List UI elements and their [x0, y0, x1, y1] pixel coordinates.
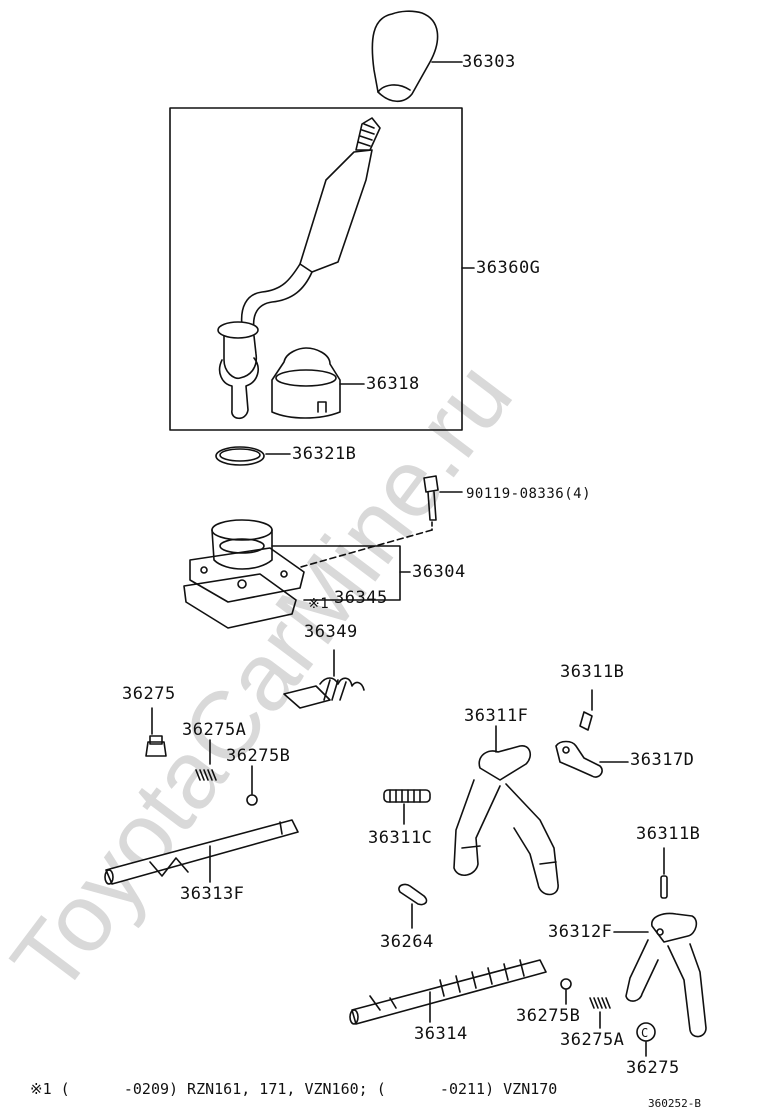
- label-36275a-left: 36275A: [182, 720, 247, 740]
- shift-lever-retainer[interactable]: [184, 520, 304, 628]
- shift-fork-shaft-36313f[interactable]: [105, 820, 298, 884]
- label-36304: 36304: [412, 562, 466, 582]
- label-36311b-right: 36311B: [636, 824, 701, 844]
- spring-36311c[interactable]: [384, 790, 430, 802]
- label-36275b-left: 36275B: [226, 746, 291, 766]
- shift-fork-shaft-36314[interactable]: [350, 960, 546, 1024]
- label-36345: 36345: [334, 588, 388, 608]
- label-36275-left: 36275: [122, 684, 176, 704]
- diagram-code: 360252-B: [648, 1097, 701, 1110]
- bracket-retainer: [272, 546, 400, 600]
- pin-36311b-top[interactable]: [580, 712, 592, 730]
- label-36312f: 36312F: [548, 922, 613, 942]
- shift-lever[interactable]: [218, 118, 380, 418]
- label-36349: 36349: [304, 622, 358, 642]
- snap-ring[interactable]: [216, 447, 264, 465]
- plug-left[interactable]: [146, 736, 166, 756]
- bolt[interactable]: [424, 476, 438, 520]
- svg-text:C: C: [641, 1026, 648, 1040]
- spring-right[interactable]: [590, 998, 610, 1008]
- shift-fork-36312f[interactable]: [626, 914, 706, 1037]
- spring-36349[interactable]: [284, 678, 364, 708]
- boot[interactable]: [272, 348, 340, 418]
- label-36275a-right: 36275A: [560, 1030, 625, 1050]
- pin-36311b-right[interactable]: [661, 876, 667, 898]
- label-36318: 36318: [366, 374, 420, 394]
- label-36311c: 36311C: [368, 828, 433, 848]
- label-36275-right: 36275: [626, 1058, 680, 1078]
- plug-right[interactable]: C: [637, 1023, 655, 1041]
- label-bolt: 90119-08336(4): [466, 486, 592, 502]
- pin-36264[interactable]: [399, 884, 427, 904]
- label-36314: 36314: [414, 1024, 468, 1044]
- label-36311f: 36311F: [464, 706, 529, 726]
- label-36317d: 36317D: [630, 750, 695, 770]
- shift-knob[interactable]: [372, 11, 437, 101]
- label-36360g: 36360G: [476, 258, 541, 278]
- label-mark-1: ※1: [308, 596, 330, 612]
- label-36313f: 36313F: [180, 884, 245, 904]
- shift-head-36317d[interactable]: [556, 742, 602, 778]
- label-36303: 36303: [462, 52, 516, 72]
- spring-left[interactable]: [196, 770, 216, 780]
- ball-right[interactable]: [561, 979, 571, 989]
- label-36275b-right: 36275B: [516, 1006, 581, 1026]
- footnote: ※1 ( -0209) RZN161, 171, VZN160; ( -0211…: [30, 1080, 558, 1098]
- ball-left[interactable]: [247, 795, 257, 805]
- label-36321b: 36321B: [292, 444, 357, 464]
- dash-guide: [276, 530, 432, 574]
- shift-fork-36311f[interactable]: [454, 746, 558, 895]
- lever-assembly-box: [170, 108, 462, 430]
- label-36264: 36264: [380, 932, 434, 952]
- label-36311b-top: 36311B: [560, 662, 625, 682]
